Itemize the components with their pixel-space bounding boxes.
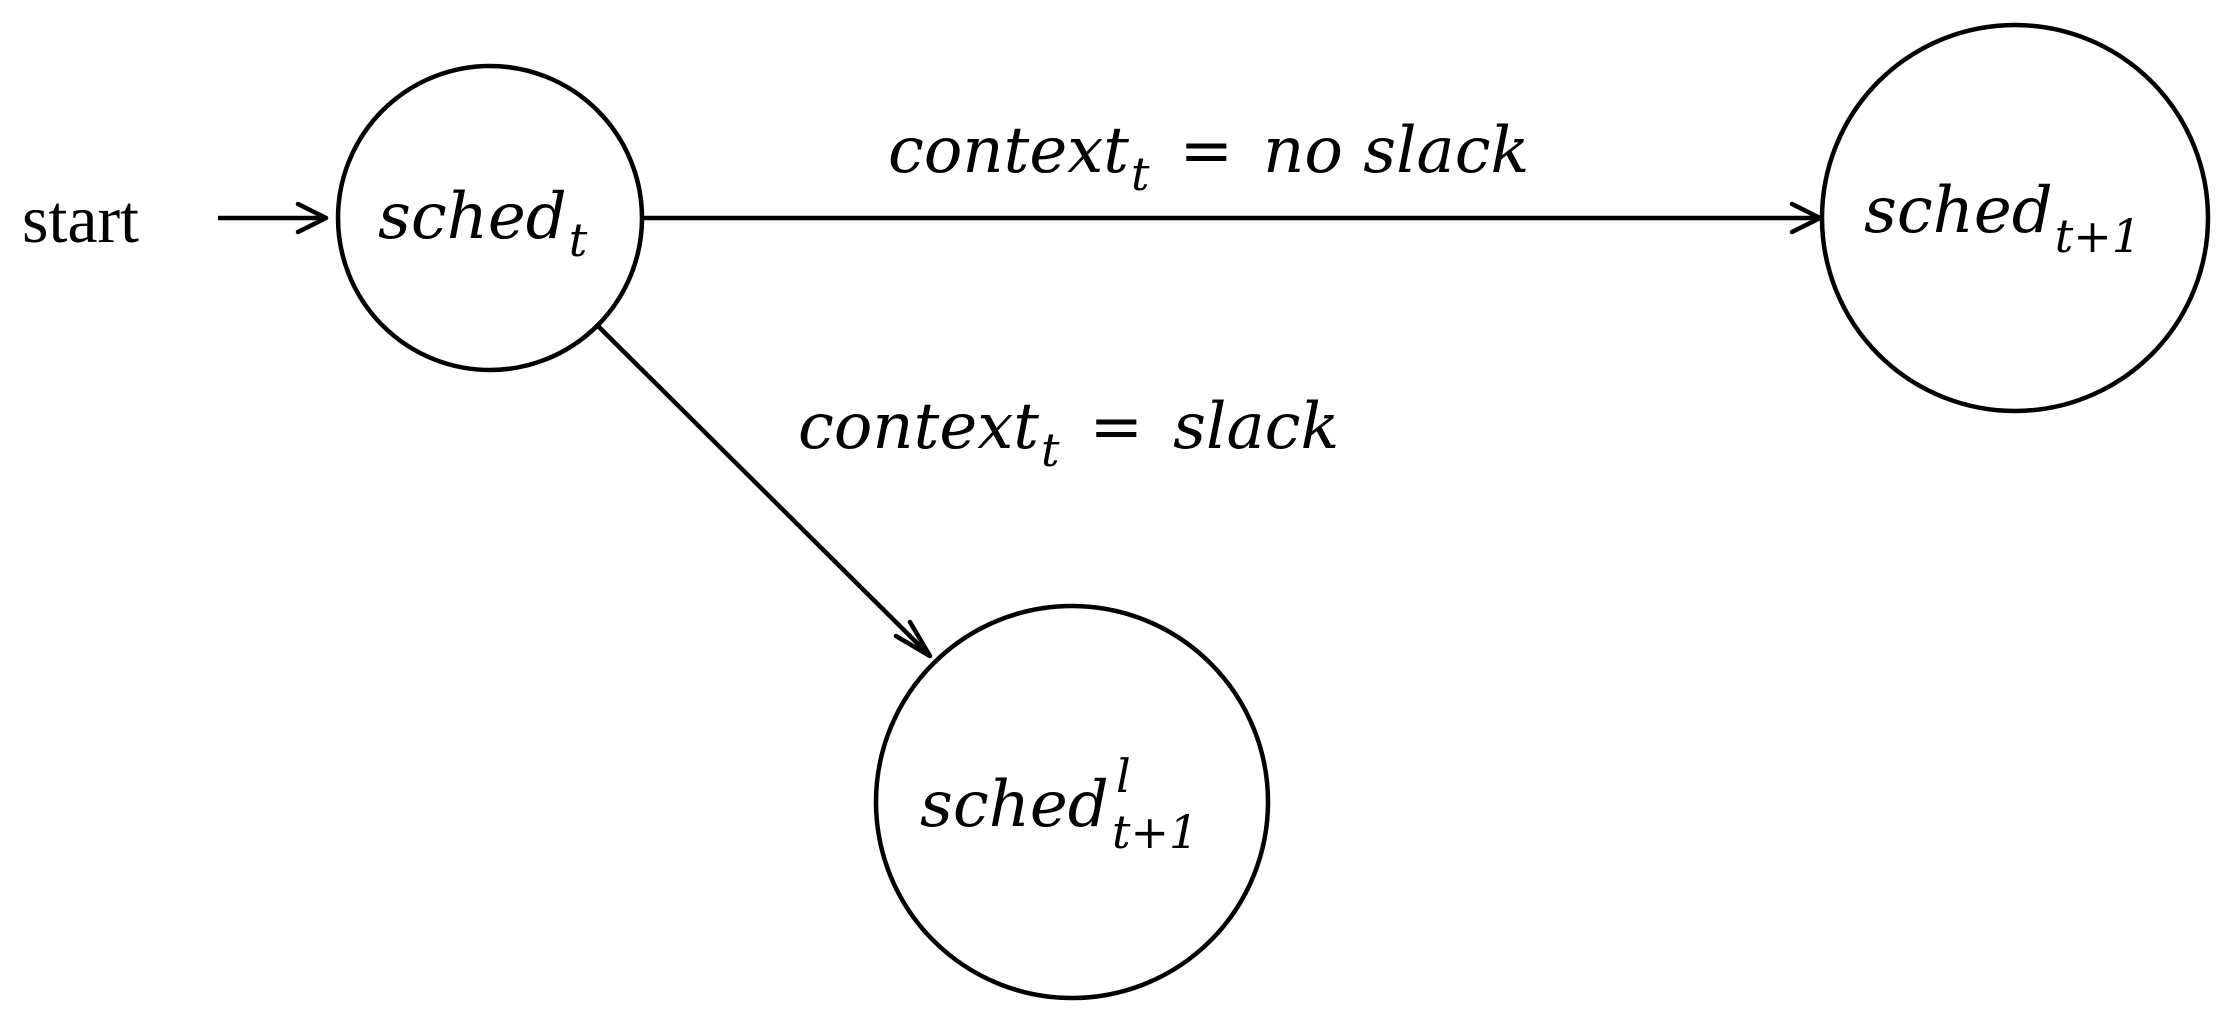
edge-no-slack	[643, 201, 1823, 235]
node-sched-t-sub: t	[569, 213, 588, 267]
edge-slack-var: context	[798, 390, 1039, 464]
edge-no-slack-label: contextt = no slack	[888, 114, 1529, 201]
node-sched-t-plus-1-label: schedt+1	[1864, 174, 2141, 263]
edge-slack-sub: t	[1041, 423, 1060, 477]
node-sched-t-plus-1-base: sched	[1864, 174, 2053, 248]
edge-slack-op: =	[1090, 390, 1144, 464]
edge-no-slack-op: =	[1180, 114, 1234, 188]
node-sched-l-t-plus-1-base: sched	[920, 768, 1109, 842]
edge-slack-label: contextt = slack	[798, 390, 1339, 477]
edge-no-slack-var: context	[888, 114, 1129, 188]
edge-no-slack-value: no slack	[1263, 114, 1529, 188]
edge-slack-value: slack	[1173, 390, 1339, 464]
node-sched-l-t-plus-1-sup: l	[1116, 749, 1131, 803]
node-sched-t-label: schedt	[378, 180, 588, 267]
node-sched-t-plus-1: schedt+1	[1819, 22, 2211, 414]
edge-no-slack-sub: t	[1131, 147, 1150, 201]
node-sched-t-plus-1-sub: t+1	[2055, 209, 2141, 263]
node-sched-l-t-plus-1: sched l t+1	[873, 603, 1271, 1001]
start-label: start	[22, 181, 139, 257]
start-arrow	[218, 201, 329, 235]
node-sched-t: schedt	[335, 63, 645, 373]
node-sched-t-base: sched	[378, 180, 567, 254]
edge-slack	[596, 324, 933, 659]
node-sched-l-t-plus-1-sub: t+1	[1112, 805, 1198, 859]
